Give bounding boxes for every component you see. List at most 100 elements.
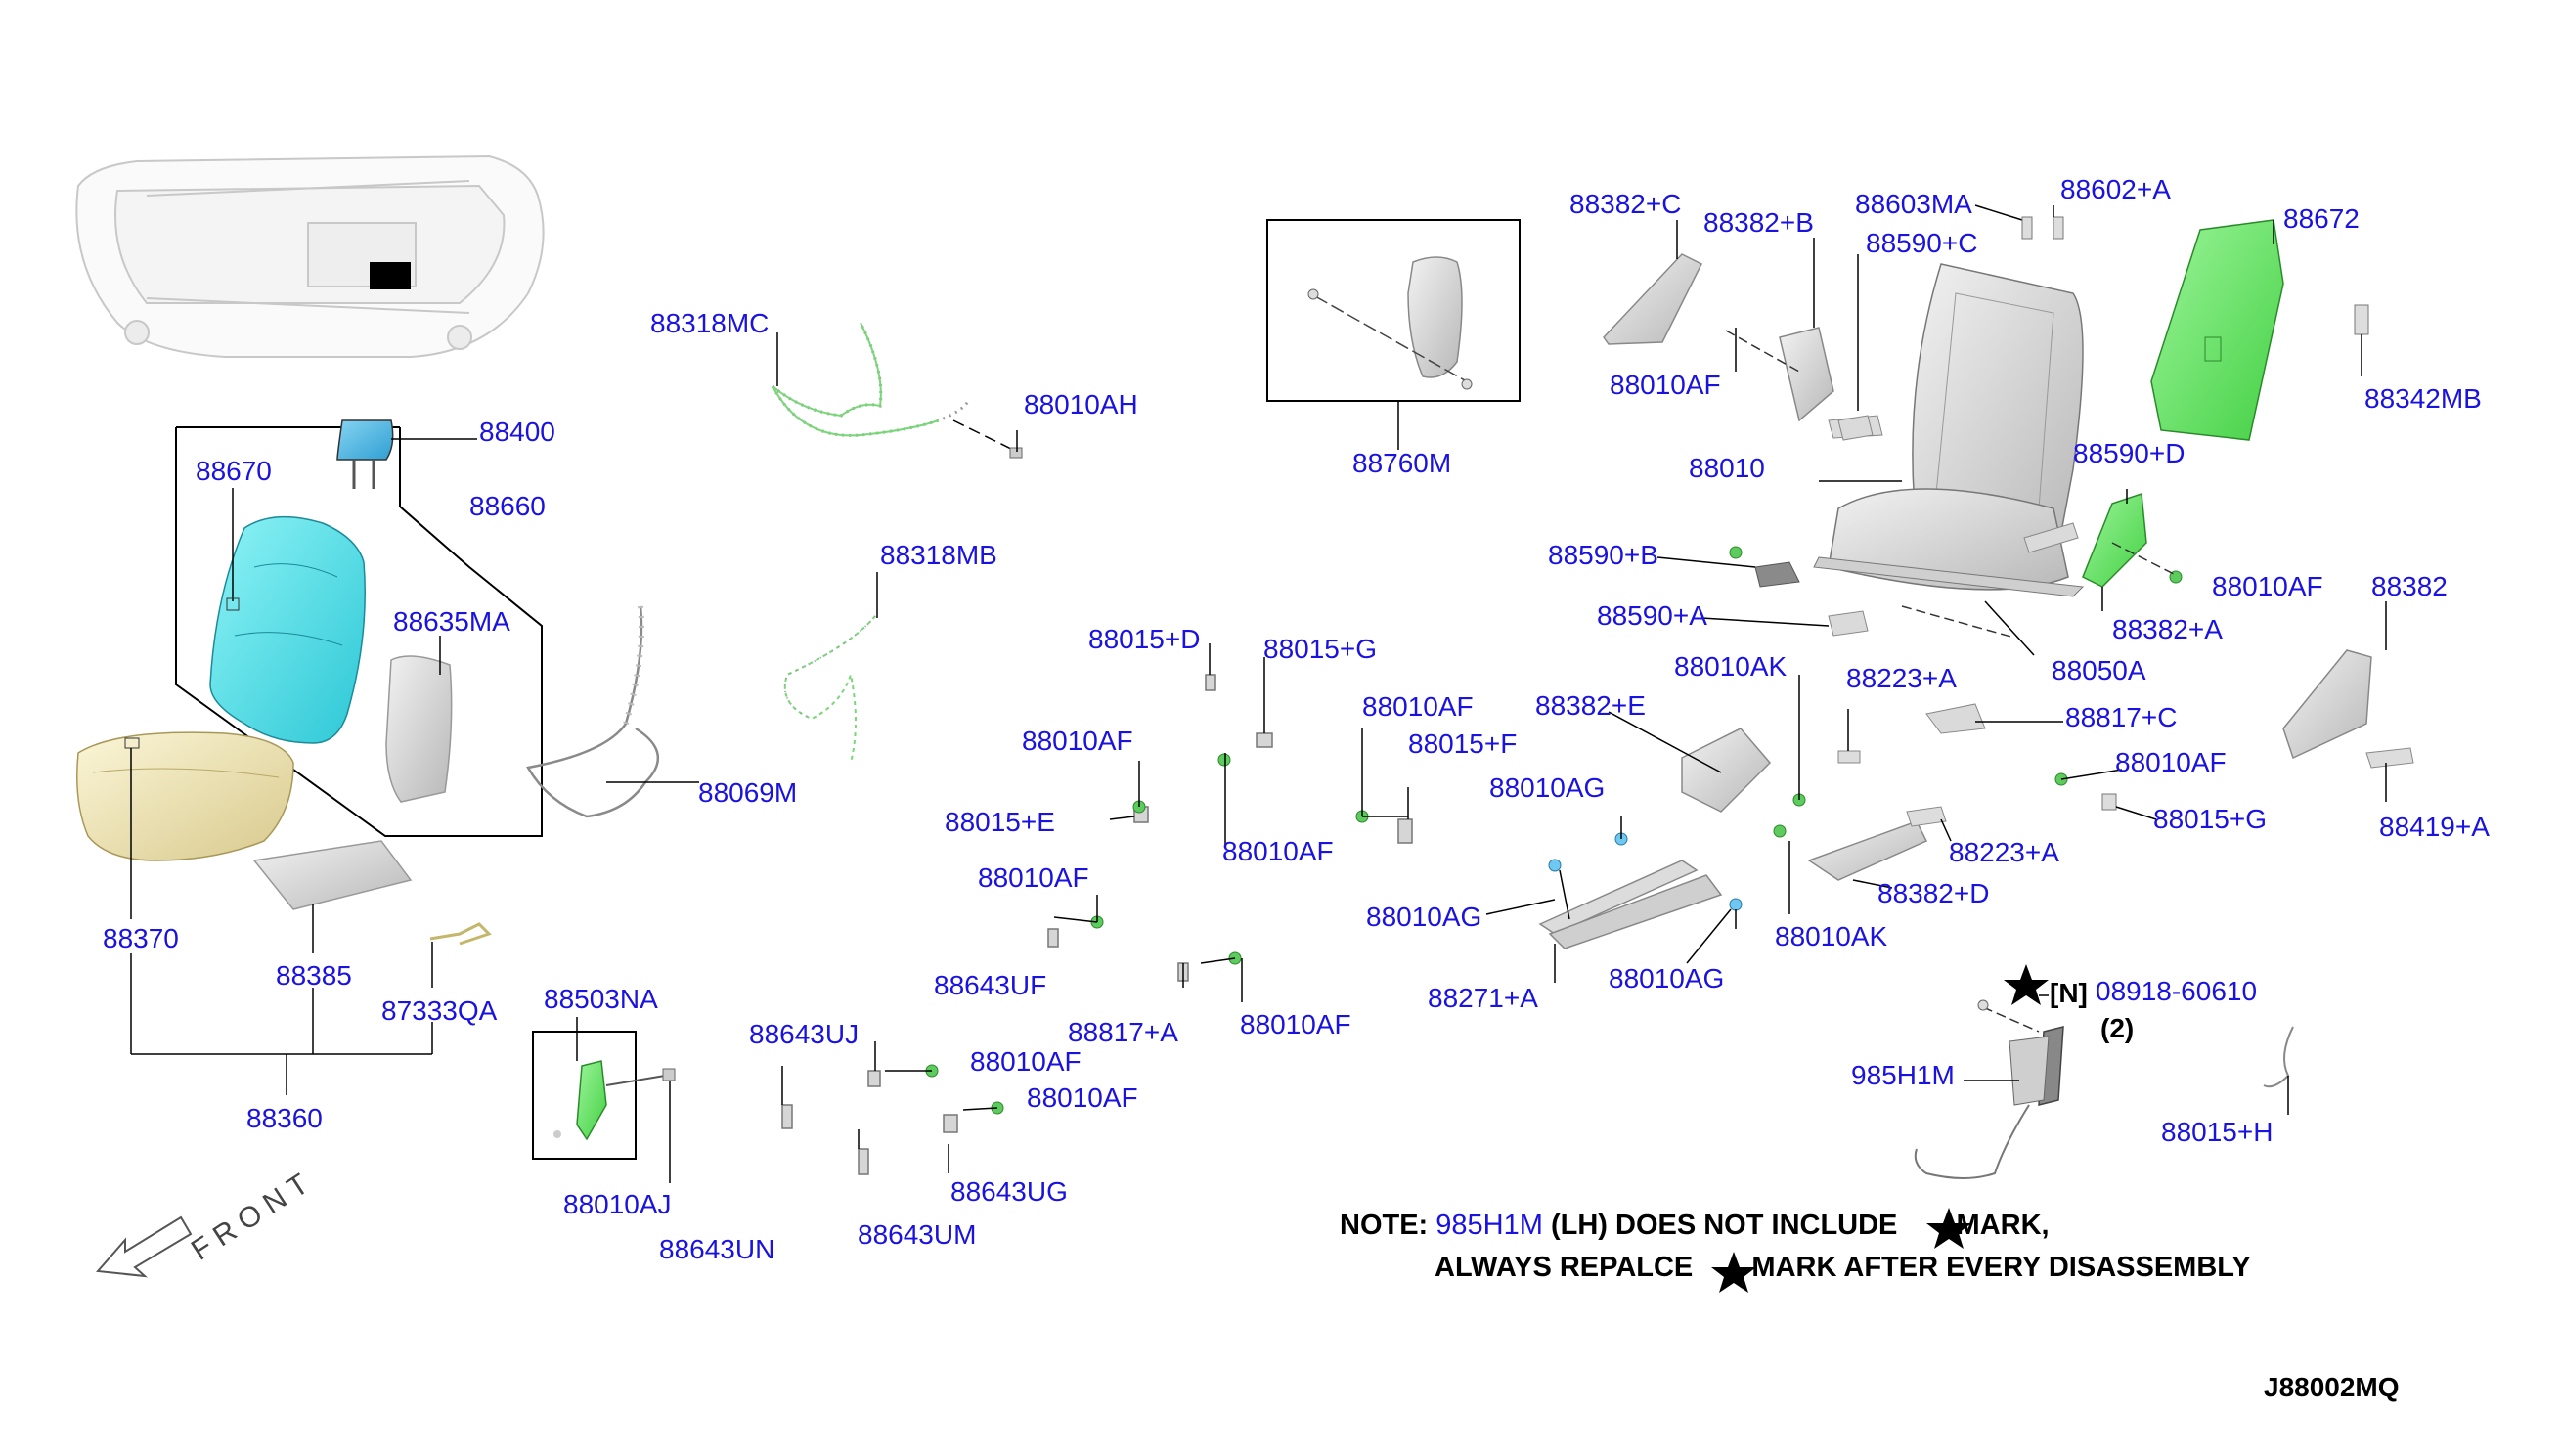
label-88015H[interactable]: 88015+H <box>2161 1117 2274 1147</box>
label-88382E[interactable]: 88382+E <box>1535 690 1646 721</box>
diagram-code: J88002MQ <box>2264 1372 2400 1402</box>
label-88370[interactable]: 88370 <box>103 923 179 953</box>
label-88010AF-6[interactable]: 88010AF <box>970 1046 1082 1077</box>
note-line-2: ALWAYS REPALCE MARK AFTER EVERY DISASSEM… <box>1435 1251 2251 1284</box>
pad-88590B <box>1656 556 1800 588</box>
label-88817A[interactable]: 88817+A <box>1068 1017 1178 1047</box>
label-88010AF-5[interactable]: 88010AF <box>1240 1009 1351 1039</box>
box-88760M <box>1266 219 1521 450</box>
clip-88015G <box>2060 769 2157 820</box>
note-line2-start: ALWAYS REPALCE <box>1435 1252 1694 1283</box>
label-88670[interactable]: 88670 <box>196 456 272 486</box>
label-88590D[interactable]: 88590+D <box>2073 438 2186 468</box>
bracket-88382A <box>2023 489 2177 611</box>
label-88015G-upper[interactable]: 88015+G <box>1263 634 1377 664</box>
label-88015E[interactable]: 88015+E <box>945 807 1055 837</box>
label-88010AF-3[interactable]: 88010AF <box>1222 836 1334 866</box>
label-88010[interactable]: 88010 <box>1689 453 1765 483</box>
note-line2-end: MARK AFTER EVERY DISASSEMBLY <box>1751 1252 2251 1283</box>
label-88643UG[interactable]: 88643UG <box>950 1176 1068 1207</box>
label-88010AF-4[interactable]: 88010AF <box>978 862 1089 893</box>
seatback-88670 <box>209 488 366 744</box>
pad-88590A <box>1700 610 1869 637</box>
harness-88318MC <box>771 322 1023 459</box>
label-88503NA[interactable]: 88503NA <box>544 984 658 1014</box>
bracket-88382B <box>1725 238 1834 422</box>
leader-lines-center <box>781 643 1409 1173</box>
note-line1-end: MARK, <box>1956 1210 2050 1241</box>
kit-quantity: (2) <box>2100 1013 2135 1043</box>
label-88010AF-8[interactable]: 88010AF <box>1610 370 1721 400</box>
pad-88590C <box>1837 415 1874 441</box>
harness-88069M <box>526 605 699 818</box>
label-88010AJ[interactable]: 88010AJ <box>563 1189 672 1219</box>
bracket-88360 <box>130 953 433 1095</box>
label-88010AG-mid[interactable]: 88010AG <box>1366 902 1482 932</box>
label-08918-60610[interactable]: 08918-60610 <box>2096 976 2258 1006</box>
label-88342MB[interactable]: 88342MB <box>2364 383 2482 414</box>
pad-88385 <box>252 840 413 953</box>
label-88382[interactable]: 88382 <box>2371 571 2448 601</box>
bracket-88382 <box>2282 601 2414 802</box>
label-88010AF-10[interactable]: 88010AF <box>2115 747 2227 777</box>
label-88223A-lower[interactable]: 88223+A <box>1949 837 2059 867</box>
label-985H1M[interactable]: 985H1M <box>1851 1060 1955 1090</box>
label-88643UJ[interactable]: 88643UJ <box>749 1019 860 1049</box>
bracket-88382C <box>1603 220 1703 345</box>
label-88010AF-7[interactable]: 88010AF <box>1027 1082 1138 1113</box>
label-88010AG-upper[interactable]: 88010AG <box>1489 772 1606 803</box>
note-line1-rest: (LH) DOES NOT INCLUDE <box>1550 1210 1898 1241</box>
label-87333QA[interactable]: 87333QA <box>381 995 498 1026</box>
label-88635MA[interactable]: 88635MA <box>393 606 510 637</box>
label-88643UM[interactable]: 88643UM <box>858 1219 977 1250</box>
label-88672[interactable]: 88672 <box>2283 203 2360 234</box>
label-88010AG-lower[interactable]: 88010AG <box>1609 963 1725 993</box>
label-88660[interactable]: 88660 <box>469 491 546 521</box>
label-88318MB[interactable]: 88318MB <box>880 540 997 570</box>
label-88590B[interactable]: 88590+B <box>1548 540 1658 570</box>
seat-cushion-88370 <box>76 731 294 919</box>
label-88015F[interactable]: 88015+F <box>1408 728 1518 759</box>
label-88010AF-9[interactable]: 88010AF <box>2212 571 2323 601</box>
box-88503NA <box>532 1017 676 1183</box>
label-88400[interactable]: 88400 <box>479 417 555 447</box>
label-88643UF[interactable]: 88643UF <box>934 970 1047 1000</box>
label-88603MA[interactable]: 88603MA <box>1855 189 1972 219</box>
wire-88015H <box>2263 1026 2294 1115</box>
label-88382C[interactable]: 88382+C <box>1569 189 1682 219</box>
label-88010AF-1[interactable]: 88010AF <box>1022 726 1133 756</box>
label-88382B[interactable]: 88382+B <box>1703 207 1814 238</box>
label-88010AK-upper[interactable]: 88010AK <box>1674 651 1788 682</box>
label-88010AF-2[interactable]: 88010AF <box>1362 691 1474 722</box>
kit-marker: [N] <box>2050 978 2088 1008</box>
label-88360[interactable]: 88360 <box>246 1103 323 1133</box>
label-88385[interactable]: 88385 <box>276 960 352 991</box>
star-icon-kit <box>2004 964 2049 1005</box>
label-88010AK-lower[interactable]: 88010AK <box>1775 921 1888 951</box>
label-88419A[interactable]: 88419+A <box>2379 812 2490 842</box>
note-part[interactable]: 985H1M <box>1435 1210 1543 1241</box>
label-88318MC[interactable]: 88318MC <box>650 308 770 338</box>
back-panel-88635MA <box>385 636 453 803</box>
label-88223A-upper[interactable]: 88223+A <box>1846 663 1957 693</box>
clip-88342MB <box>2354 304 2369 376</box>
label-88760M[interactable]: 88760M <box>1352 448 1452 478</box>
label-88382D[interactable]: 88382+D <box>1877 878 1990 908</box>
label-88271A[interactable]: 88271+A <box>1428 983 1538 1013</box>
label-88015G-lower[interactable]: 88015+G <box>2153 804 2267 834</box>
label-88602A[interactable]: 88602+A <box>2060 174 2171 204</box>
label-88590A[interactable]: 88590+A <box>1597 600 1707 631</box>
label-88643UN[interactable]: 88643UN <box>659 1234 775 1264</box>
location-marker <box>370 262 411 289</box>
label-88015D[interactable]: 88015+D <box>1088 624 1201 654</box>
bracket-88817C <box>1925 703 2063 734</box>
label-88050A[interactable]: 88050A <box>2052 655 2146 685</box>
label-88069M[interactable]: 88069M <box>698 777 798 808</box>
label-88817C[interactable]: 88817+C <box>2065 702 2178 732</box>
label-88382A[interactable]: 88382+A <box>2112 614 2223 644</box>
label-88010AH[interactable]: 88010AH <box>1024 389 1138 419</box>
label-88590C[interactable]: 88590+C <box>1866 228 1978 258</box>
panel-88672 <box>2150 219 2284 441</box>
